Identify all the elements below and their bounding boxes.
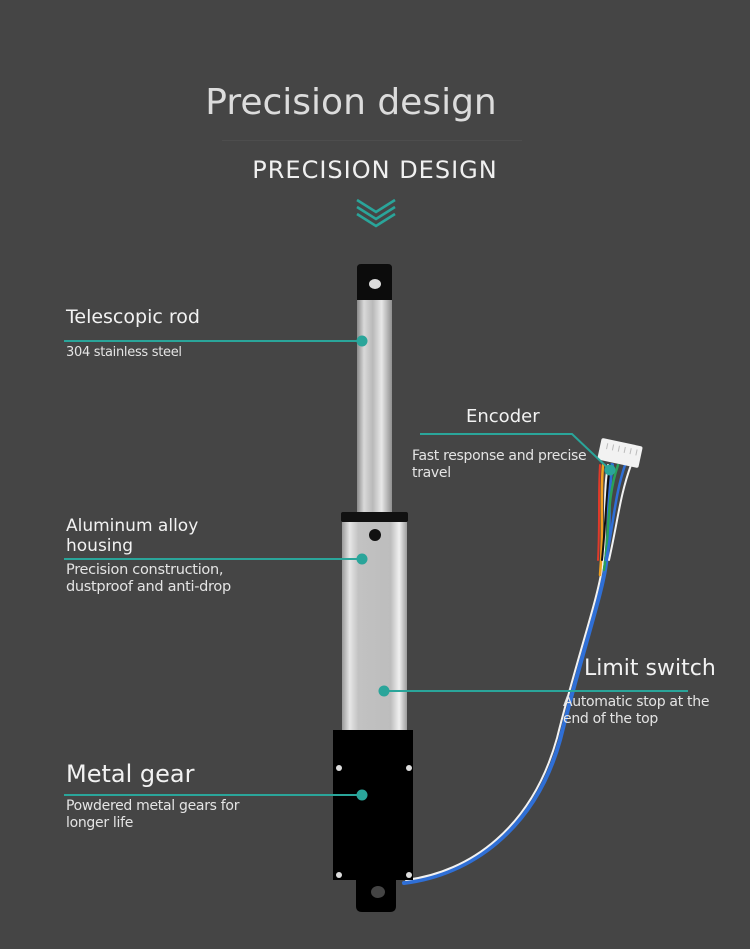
leader-encoder: [420, 433, 611, 471]
desc-line: Precision construction,: [66, 562, 224, 578]
page-title: Precision design: [205, 82, 497, 123]
desc-line: dustproof and anti-drop: [66, 579, 231, 595]
dot-telescopic-rod: [356, 335, 368, 347]
title-divider: [222, 140, 522, 141]
dot-housing: [356, 553, 368, 565]
callout-encoder-title: Encoder: [466, 406, 540, 427]
callout-metal-gear-title: Metal gear: [66, 760, 195, 788]
callout-limit-switch-title: Limit switch: [584, 656, 716, 681]
desc-line: Automatic stop at the: [563, 694, 710, 710]
title-line: Aluminum alloy: [66, 516, 199, 536]
callout-telescopic-rod-desc: 304 stainless steel: [66, 345, 182, 360]
dot-metal-gear: [356, 789, 368, 801]
desc-line: Powdered metal gears for: [66, 798, 240, 814]
callout-limit-switch-desc: Automatic stop at the end of the top: [563, 694, 709, 728]
callout-telescopic-rod-title: Telescopic rod: [66, 306, 200, 328]
callout-encoder-desc: Fast response and precise travel: [412, 448, 587, 482]
callout-housing-desc: Precision construction, dustproof and an…: [66, 562, 231, 596]
triple-chevron-down-icon: [356, 198, 396, 228]
callout-metal-gear-desc: Powdered metal gears for longer life: [66, 798, 239, 832]
page-subtitle: PRECISION DESIGN: [252, 156, 498, 184]
encoder-connector: [597, 438, 643, 468]
desc-line: end of the top: [563, 711, 658, 727]
dot-encoder: [604, 464, 616, 476]
desc-line: travel: [412, 465, 451, 481]
title-line: housing: [66, 536, 134, 556]
dot-limit-switch: [378, 685, 390, 697]
desc-line: longer life: [66, 815, 134, 831]
desc-line: Fast response and precise: [412, 448, 587, 464]
wire-bundle: [402, 463, 632, 885]
callout-housing-title: Aluminum alloy housing: [66, 516, 198, 556]
